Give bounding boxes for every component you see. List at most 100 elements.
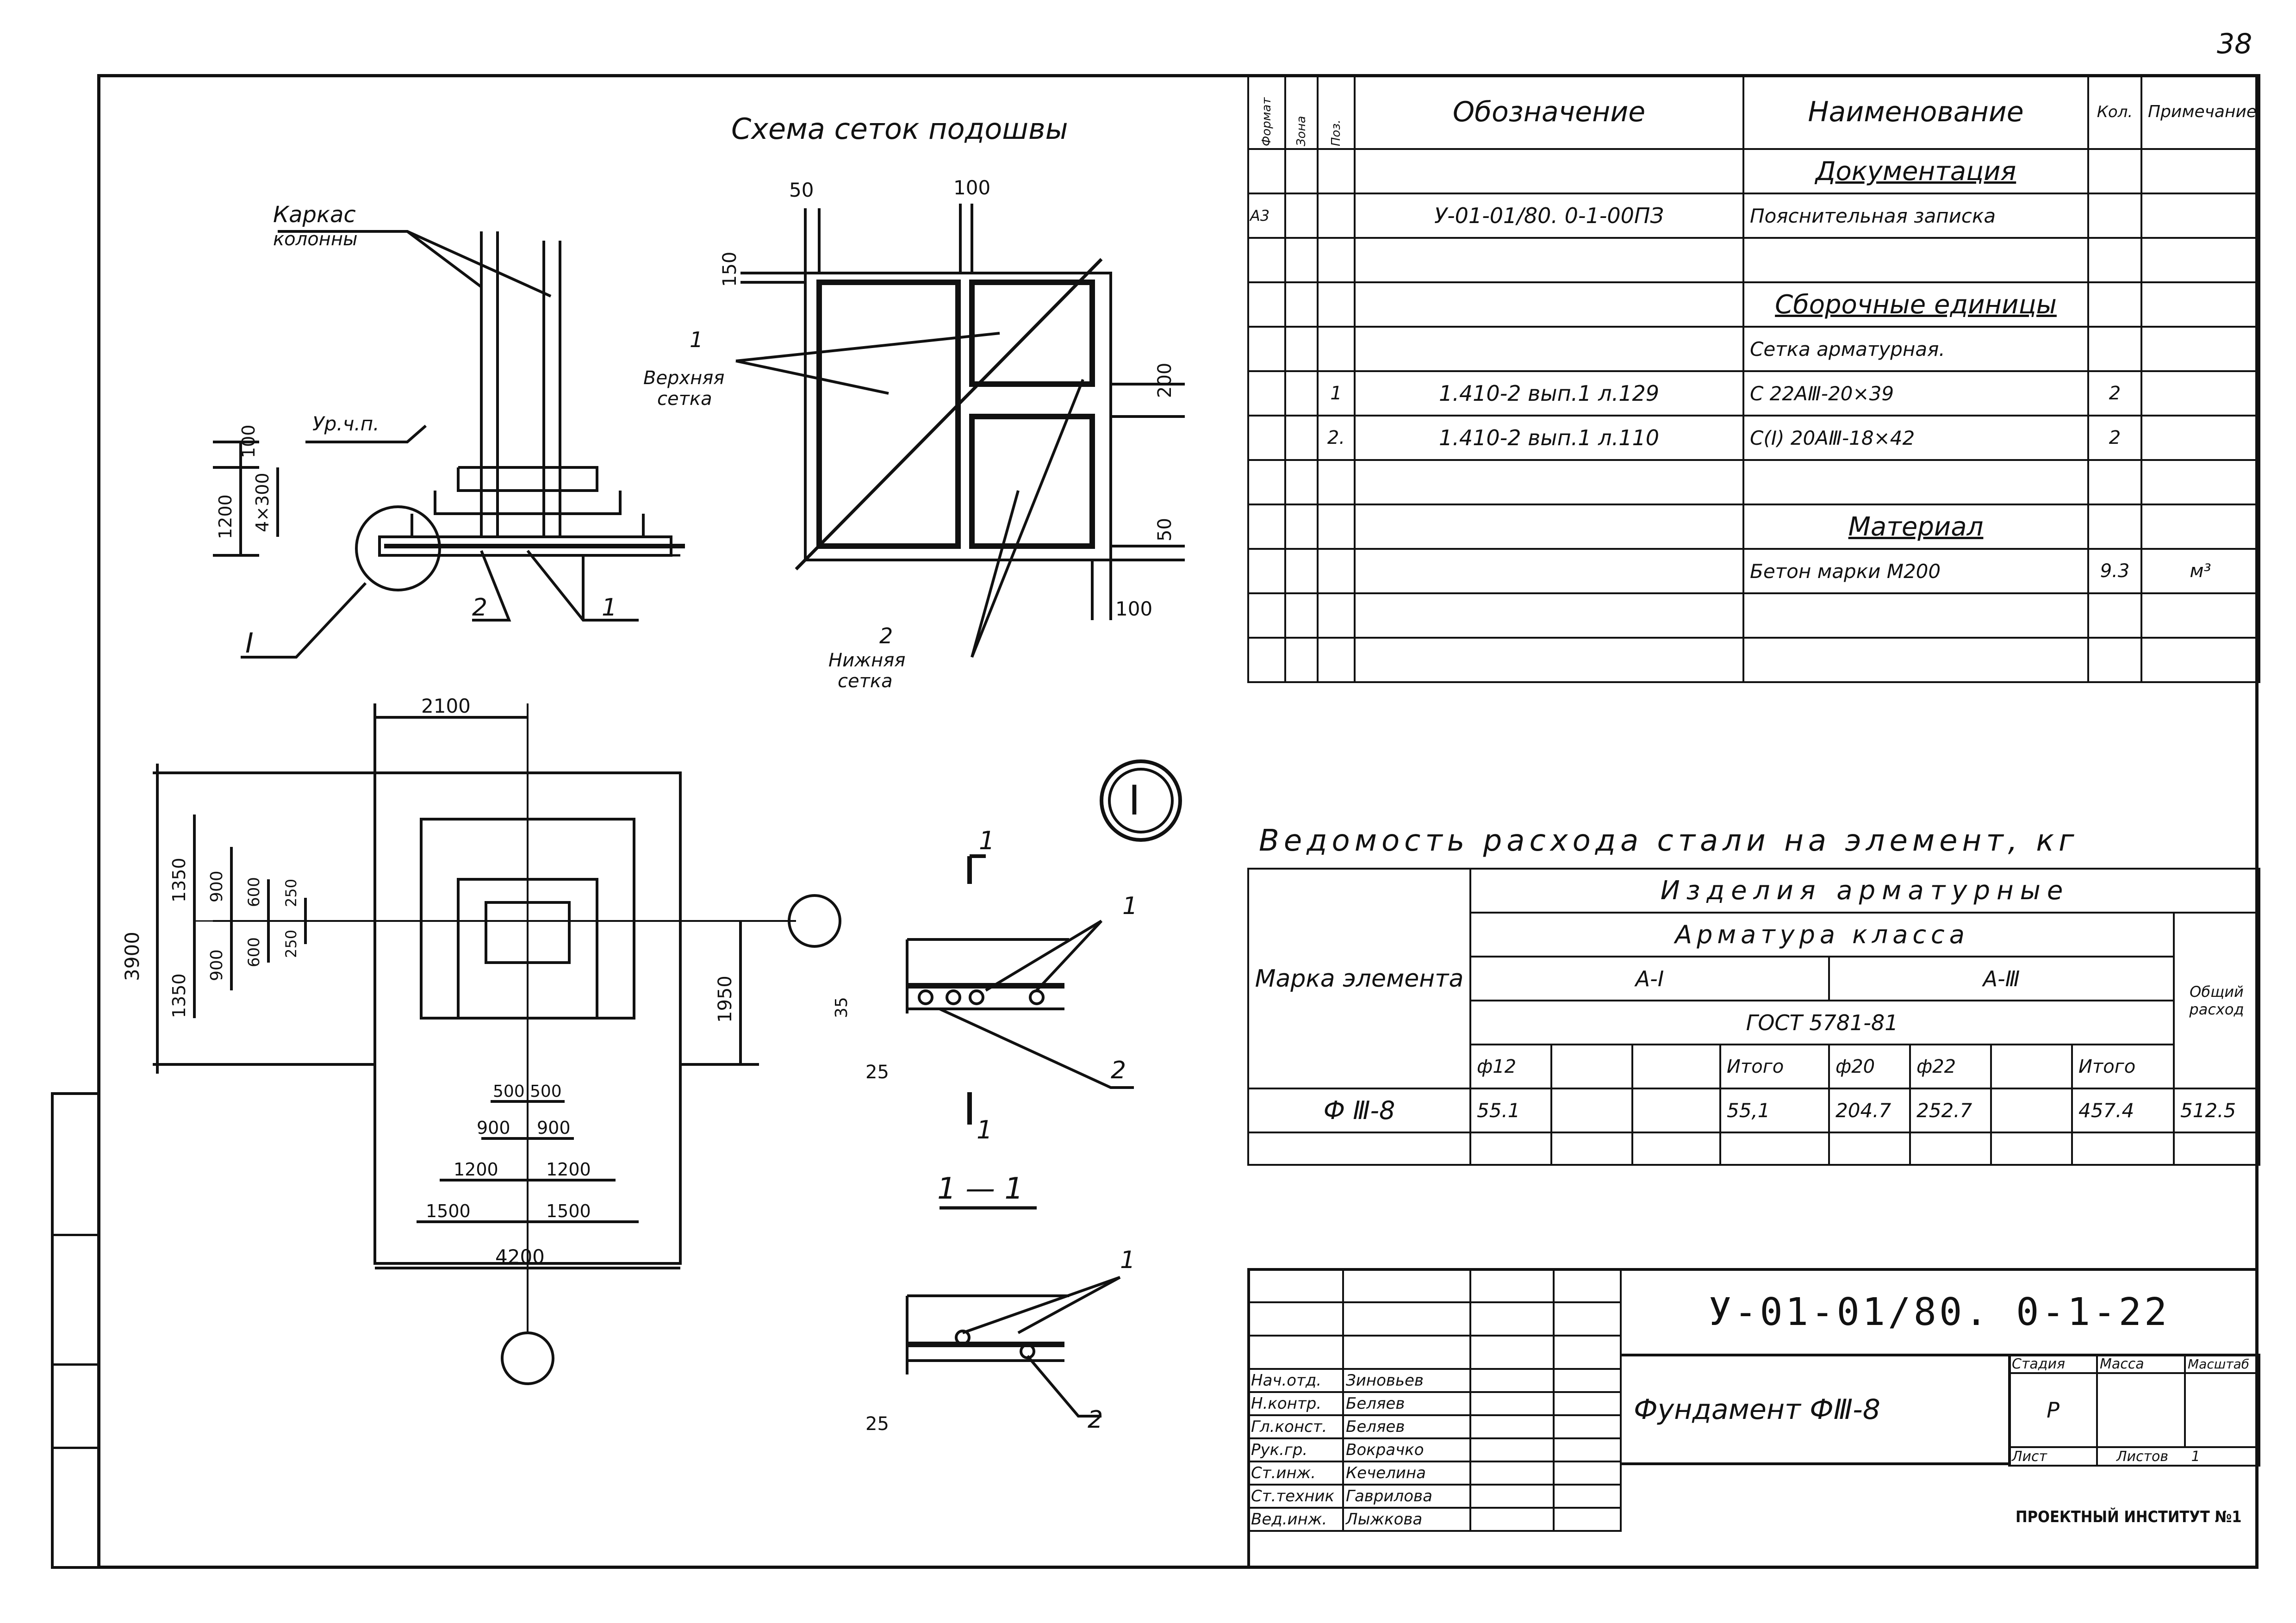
spec-cell-name: Сетка арматурная. — [1742, 326, 2089, 372]
upper-mesh-label-1: Верхняя — [643, 367, 724, 389]
plan-dim-600-b: 600 — [245, 937, 263, 967]
binding-strip — [51, 1092, 97, 1569]
spec-cell-designation — [1354, 237, 1744, 283]
signature-name: Зиновьев — [1342, 1368, 1471, 1393]
schema-title: Схема сеток подошвы — [731, 112, 1068, 146]
sheet-label: Лист — [2008, 1446, 2098, 1467]
spec-cell-format — [1247, 637, 1286, 683]
spec-cell-pos: 2. — [1317, 415, 1356, 461]
spec-cell-format: А3 — [1247, 193, 1286, 239]
spec-cell-zone — [1284, 459, 1319, 505]
spec-cell-qty — [2087, 504, 2142, 550]
signature-cell — [1469, 1484, 1555, 1509]
steel-value: 55,1 — [1719, 1088, 1830, 1133]
mass-label: Масса — [2096, 1354, 2186, 1374]
sub-header — [1631, 1044, 1721, 1089]
elev-pos-2: 2 — [472, 594, 487, 622]
signature-row: Рук.гр.Вокрачко — [1247, 1437, 1622, 1462]
detail-pos-2: 2 — [1088, 1406, 1103, 1434]
section-title: 1 — 1 — [937, 1172, 1023, 1206]
spec-cell-name: Бетон марки М200 — [1742, 548, 2089, 594]
spec-cell-format — [1247, 504, 1286, 550]
spec-cell-zone — [1284, 370, 1319, 417]
spec-cell-designation — [1354, 148, 1744, 194]
date-cell — [1553, 1461, 1622, 1486]
elev-pos-1: 1 — [602, 594, 617, 622]
plan-dim-3900: 3900 — [121, 932, 143, 981]
col-designation-header: Обозначение — [1354, 74, 1744, 150]
signature-row: Гл.конст.Беляев — [1247, 1414, 1622, 1439]
doc-code: У-01-01/80. 0-1-22 — [1708, 1290, 2170, 1334]
spec-cell-qty — [2087, 193, 2142, 239]
dim-1200-elev: 1200 — [215, 494, 236, 539]
spec-cell-name — [1742, 459, 2089, 505]
doc-code-cell: У-01-01/80. 0-1-22 — [1620, 1271, 2259, 1356]
spec-cell-qty — [2087, 281, 2142, 328]
spec-row: Документация — [1247, 148, 2260, 194]
signature-name: Беляев — [1342, 1414, 1471, 1439]
signature-cell — [1469, 1437, 1555, 1462]
sheets-label: Листов — [2116, 1448, 2169, 1465]
spec-cell-pos — [1317, 237, 1356, 283]
signature-role: Ст.техник — [1247, 1484, 1344, 1509]
spec-cell-format — [1247, 281, 1286, 328]
plan-dim-900-b: 900 — [207, 949, 226, 981]
spec-cell-pos — [1317, 592, 1356, 639]
spec-cell-pos — [1317, 326, 1356, 372]
spec-row: Сборочные единицы — [1247, 281, 2260, 328]
spec-cell-note — [2140, 592, 2260, 639]
spec-cell-name: Материал — [1742, 504, 2089, 550]
spec-cell-designation — [1354, 548, 1744, 594]
spec-cell-name: Сборочные единицы — [1742, 281, 2089, 328]
spec-row — [1247, 459, 2260, 505]
dim-100-top: 100 — [953, 176, 990, 199]
steel-value: 55.1 — [1469, 1088, 1552, 1133]
spec-header-row: Формат Зона Поз. Обозначение Наименовани… — [1248, 74, 2260, 150]
spec-cell-zone — [1284, 637, 1319, 683]
spec-cell-zone — [1284, 281, 1319, 328]
spec-cell-name: С 22АⅢ-20×39 — [1742, 370, 2089, 417]
date-cell — [1553, 1368, 1622, 1393]
spec-cell-name: С(I) 20АⅢ-18×42 — [1742, 415, 2089, 461]
level-label: Ур.ч.п. — [312, 412, 380, 435]
upper-mesh-label-2: сетка — [657, 388, 712, 410]
spec-cell-zone — [1284, 148, 1319, 194]
plan-dim-2100: 2100 — [421, 695, 471, 717]
steel-value — [1550, 1088, 1633, 1133]
foundation-plan — [153, 703, 841, 1385]
spec-cell-zone — [1284, 415, 1319, 461]
steel-value: 252.7 — [1909, 1088, 1992, 1133]
steel-data-row: Ф Ⅲ-8 55.1 55,1 204.7 252.7 457.4 512.5 — [1247, 1088, 2260, 1133]
sub-header: ф12 — [1469, 1044, 1552, 1089]
col-name-header: Наименование — [1742, 74, 2089, 150]
detail-I — [1100, 759, 1182, 842]
spec-cell-name — [1742, 592, 2089, 639]
spec-cell-pos — [1317, 637, 1356, 683]
spec-cell-zone — [1284, 326, 1319, 372]
spec-cell-qty: 2 — [2087, 370, 2142, 417]
plan-dim-1200-b: 1200 — [546, 1159, 591, 1180]
steel-value — [1990, 1088, 2073, 1133]
dim-25-a: 25 — [865, 1062, 889, 1083]
doc-name-cell: Фундамент ФⅢ-8 — [1620, 1356, 2011, 1465]
spec-cell-designation — [1354, 504, 1744, 550]
col-qty-header: Кол. — [2087, 74, 2142, 150]
mesh-scheme — [735, 204, 1185, 658]
signature-cell — [1469, 1391, 1555, 1416]
steel-value — [1631, 1088, 1721, 1133]
callout-I: I — [245, 627, 254, 659]
spec-cell-qty — [2087, 459, 2142, 505]
detail-I-label: I — [1128, 777, 1140, 824]
spec-cell-qty — [2087, 637, 2142, 683]
dim-150: 150 — [719, 252, 740, 287]
plan-dim-250-b: 250 — [282, 930, 300, 958]
spec-cell-note — [2140, 504, 2260, 550]
spec-cell-designation — [1354, 459, 1744, 505]
date-cell — [1553, 1437, 1622, 1462]
stage-value: Р — [2008, 1372, 2098, 1448]
dim-100-bottom: 100 — [1115, 597, 1152, 620]
plan-dim-1200-a: 1200 — [454, 1159, 498, 1180]
section-1-1 — [906, 854, 1134, 1418]
